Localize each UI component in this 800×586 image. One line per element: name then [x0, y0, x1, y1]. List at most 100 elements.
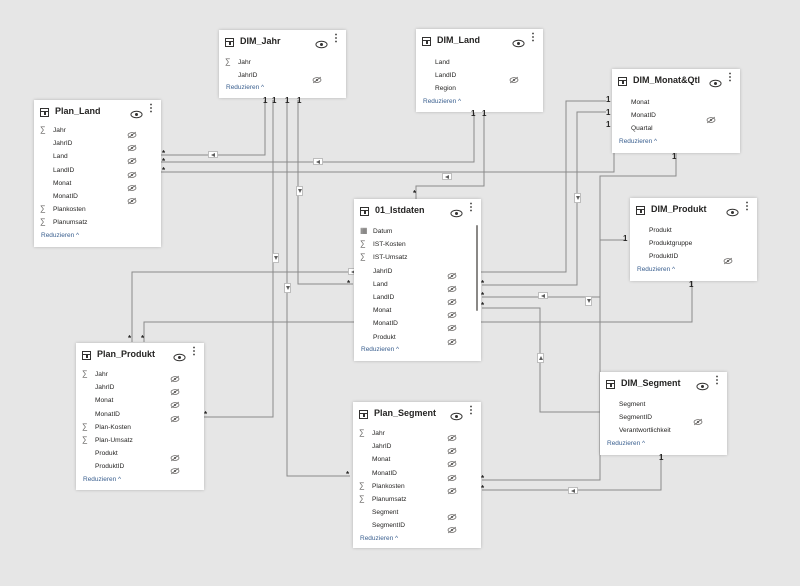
field-row[interactable]: ∑Plankosten [353, 480, 481, 494]
more-options-icon[interactable]: ⋮ [742, 201, 752, 212]
more-options-icon[interactable]: ⋮ [146, 103, 156, 114]
field-row[interactable]: ∑Jahr [353, 427, 481, 442]
collapse-link[interactable]: Reduzieren ^ [226, 84, 265, 92]
field-name: MonatID [372, 469, 397, 477]
field-row[interactable]: ∑Jahr [34, 124, 161, 139]
field-row[interactable]: MonatID [612, 109, 740, 124]
collapse-link[interactable]: Reduzieren ^ [423, 97, 462, 105]
field-name: Produkt [649, 227, 672, 234]
table-title: Plan_Produkt [97, 349, 156, 359]
field-row[interactable]: JahrID [353, 440, 481, 455]
table-header[interactable]: Plan_Land ⋮ [34, 100, 161, 122]
field-row[interactable]: MonatID [353, 467, 481, 481]
field-name: ProduktID [649, 253, 679, 261]
eye-icon[interactable] [450, 408, 463, 421]
eye-icon[interactable] [450, 205, 463, 218]
field-row[interactable]: Verantwortlichkeit [600, 424, 727, 437]
eye-icon[interactable] [709, 75, 722, 88]
eye-icon[interactable] [130, 106, 143, 119]
field-row[interactable]: Produkt [76, 447, 204, 462]
collapse-link[interactable]: Reduzieren ^ [360, 534, 399, 542]
collapse-link[interactable]: Reduzieren ^ [637, 265, 676, 273]
table-header[interactable]: DIM_Produkt⋮ [630, 198, 757, 220]
field-row[interactable]: Quartal [612, 122, 740, 135]
more-options-icon[interactable]: ⋮ [331, 33, 341, 44]
field-row[interactable]: Monat [34, 177, 161, 191]
field-row[interactable]: ∑Planumsatz [353, 493, 481, 506]
field-row[interactable]: LandID [354, 291, 481, 306]
field-row[interactable]: SegmentID [600, 411, 727, 426]
field-row[interactable]: Produktgruppe [630, 237, 757, 250]
more-options-icon[interactable]: ⋮ [712, 375, 722, 386]
field-row[interactable]: ∑Plan-Kosten [76, 421, 204, 434]
collapse-link[interactable]: Reduzieren ^ [607, 439, 646, 447]
eye-icon[interactable] [315, 36, 328, 49]
field-row[interactable]: Monat [612, 96, 740, 109]
collapse-link[interactable]: Reduzieren ^ [361, 345, 400, 353]
field-row[interactable]: ∑Jahr [76, 368, 204, 383]
sum-icon: ∑ [359, 480, 365, 490]
field-row[interactable]: Monat [353, 453, 481, 468]
more-options-icon[interactable]: ⋮ [466, 405, 476, 416]
field-row[interactable]: ProduktID [76, 460, 204, 475]
field-row[interactable]: Land [34, 150, 161, 165]
field-row[interactable]: ▦Datum [354, 225, 481, 238]
table-header[interactable]: 01_Istdaten⋮ [354, 199, 481, 221]
scrollbar[interactable] [476, 225, 478, 311]
field-row[interactable]: ∑Jahr [219, 56, 346, 69]
field-row[interactable]: ∑IST-Kosten [354, 238, 481, 251]
field-row[interactable]: LandID [416, 69, 543, 84]
eye-icon[interactable] [726, 204, 739, 217]
field-row[interactable]: MonatID [76, 408, 204, 422]
collapse-link[interactable]: Reduzieren ^ [619, 137, 658, 145]
more-options-icon[interactable]: ⋮ [466, 202, 476, 213]
field-row[interactable]: Monat [76, 394, 204, 409]
table-header[interactable]: DIM_Monat&Qtl⋮ [612, 69, 740, 91]
table-header[interactable]: Plan_Segment⋮ [353, 402, 481, 424]
field-row[interactable]: LandID [34, 164, 161, 178]
field-row[interactable]: MonatID [354, 317, 481, 332]
more-options-icon[interactable]: ⋮ [189, 346, 199, 357]
field-row[interactable]: Region [416, 82, 543, 95]
table-header[interactable]: DIM_Jahr⋮ [219, 30, 346, 52]
table-card-istdaten[interactable]: 01_Istdaten⋮ ▦Datum∑IST-Kosten∑IST-Umsatz… [354, 199, 481, 361]
eye-icon[interactable] [512, 35, 525, 48]
more-options-icon[interactable]: ⋮ [725, 72, 735, 83]
field-row[interactable]: Land [416, 56, 543, 69]
field-row[interactable]: ∑Planumsatz [34, 216, 161, 229]
field-row[interactable]: ∑Plankosten [34, 203, 161, 216]
field-row[interactable]: MonatID [34, 190, 161, 205]
field-row[interactable]: Monat [354, 304, 481, 319]
table-header[interactable]: DIM_Segment⋮ [600, 372, 727, 394]
field-row[interactable]: Segment [600, 398, 727, 411]
collapse-link[interactable]: Reduzieren ^ [41, 231, 80, 239]
field-row[interactable]: SegmentID [353, 519, 481, 534]
field-row[interactable]: Produkt [354, 331, 481, 345]
table-title: DIM_Land [437, 35, 481, 45]
collapse-link[interactable]: Reduzieren ^ [83, 475, 122, 483]
field-row[interactable]: Produkt [630, 224, 757, 237]
field-row[interactable]: JahrID [34, 137, 161, 152]
field-row[interactable]: ∑IST-Umsatz [354, 251, 481, 264]
field-row[interactable]: ProduktID [630, 250, 757, 265]
field-row[interactable]: Land [354, 278, 481, 292]
field-row[interactable]: JahrID [354, 265, 481, 279]
table-header[interactable]: DIM_Land ⋮ [416, 29, 543, 51]
table-title: Plan_Land [55, 106, 101, 116]
eye-icon[interactable] [173, 349, 186, 362]
field-row[interactable]: JahrID [219, 69, 346, 84]
more-options-icon[interactable]: ⋮ [528, 32, 538, 43]
field-row[interactable]: ∑Plan-Umsatz [76, 434, 204, 447]
table-header[interactable]: Plan_Produkt ⋮ [76, 343, 204, 365]
field-row[interactable]: Segment [353, 506, 481, 521]
eye-icon[interactable] [696, 378, 709, 391]
field-row[interactable]: JahrID [76, 381, 204, 396]
